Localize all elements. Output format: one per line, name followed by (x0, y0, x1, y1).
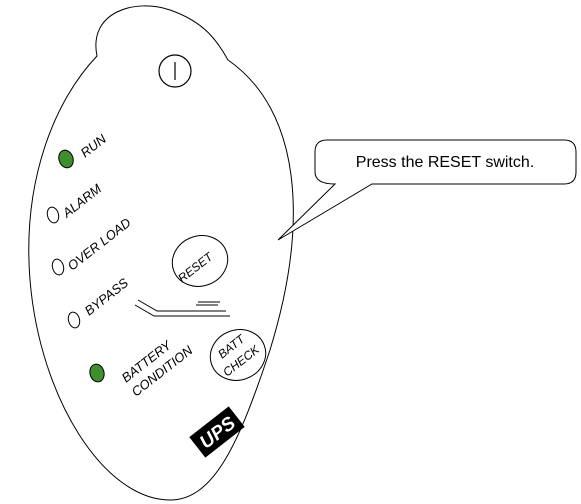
press-motion-lines-icon (134, 299, 230, 317)
reset-button[interactable]: RESET (165, 228, 235, 294)
panel-outline (28, 5, 294, 501)
overload-led-icon (51, 258, 65, 276)
battery-led-icon (89, 363, 105, 383)
reset-button-circle (171, 235, 229, 287)
ups-logo-bg (189, 406, 245, 458)
alarm-led-icon (46, 206, 60, 224)
callout-bubble (277, 139, 577, 241)
batt-check-button[interactable]: BATT CHECK (203, 322, 273, 388)
callout-text: Press the RESET switch. (356, 154, 534, 171)
power-switch[interactable] (158, 54, 192, 88)
run-led-icon (58, 149, 74, 169)
bypass-led-icon (67, 311, 81, 329)
batt-check-button-circle (209, 329, 267, 381)
